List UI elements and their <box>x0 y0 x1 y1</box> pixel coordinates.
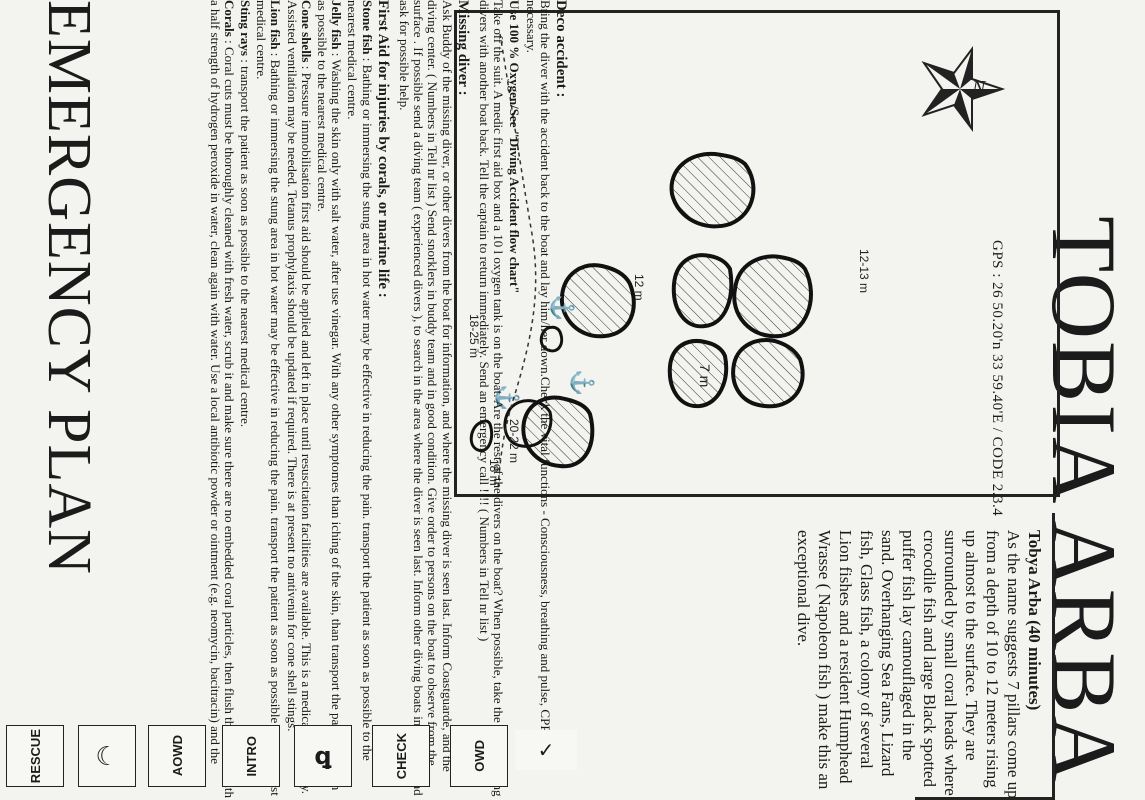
pillar <box>559 263 636 339</box>
depth-label: 18 m <box>487 459 501 486</box>
logbook-icon: ꝗ <box>314 742 332 770</box>
checkmark-icon: ✓ <box>537 739 555 762</box>
depth-label: 12-13 m <box>857 249 871 293</box>
pillar <box>671 253 734 329</box>
tab-aowd[interactable]: AOWD <box>148 725 206 787</box>
pillar <box>731 338 805 409</box>
pillar <box>667 339 729 409</box>
depth-label: 12 m <box>632 274 646 301</box>
coral-head <box>469 419 494 453</box>
anchor-icon: ⚓ <box>550 294 575 321</box>
tab-intro[interactable]: INTRO <box>222 725 280 787</box>
moon-star-icon: ☾ <box>95 740 119 771</box>
tab-owd[interactable]: OWD <box>450 725 508 787</box>
depth-label: 20-22 m <box>507 419 521 463</box>
anchor-icon: ⚓ <box>570 369 595 396</box>
tab-rescue[interactable]: RESCUE <box>6 725 64 787</box>
coral-head <box>503 399 553 448</box>
tab-log[interactable]: ꝗ <box>294 725 352 787</box>
reef-edge <box>497 33 537 488</box>
anchor-icon: ⚓ <box>495 384 520 411</box>
tab-night[interactable]: ☾ <box>78 725 136 787</box>
compass-north-label: N <box>971 77 987 99</box>
checkmark-tab[interactable]: ✓ <box>515 730 577 770</box>
depth-label: 7 m <box>697 364 713 387</box>
coral-head <box>539 325 564 353</box>
compass-icon <box>921 46 1006 132</box>
dive-site-map: N ⚓ ⚓ ⚓ 12-13 m 12 m 7 m 20-22 m 18 m <box>467 33 1006 488</box>
pillar <box>669 151 756 229</box>
depth-label: 18-25 m <box>467 314 481 358</box>
tab-check[interactable]: CHECK <box>372 725 430 787</box>
pillar <box>732 254 813 339</box>
pillar <box>521 395 595 469</box>
